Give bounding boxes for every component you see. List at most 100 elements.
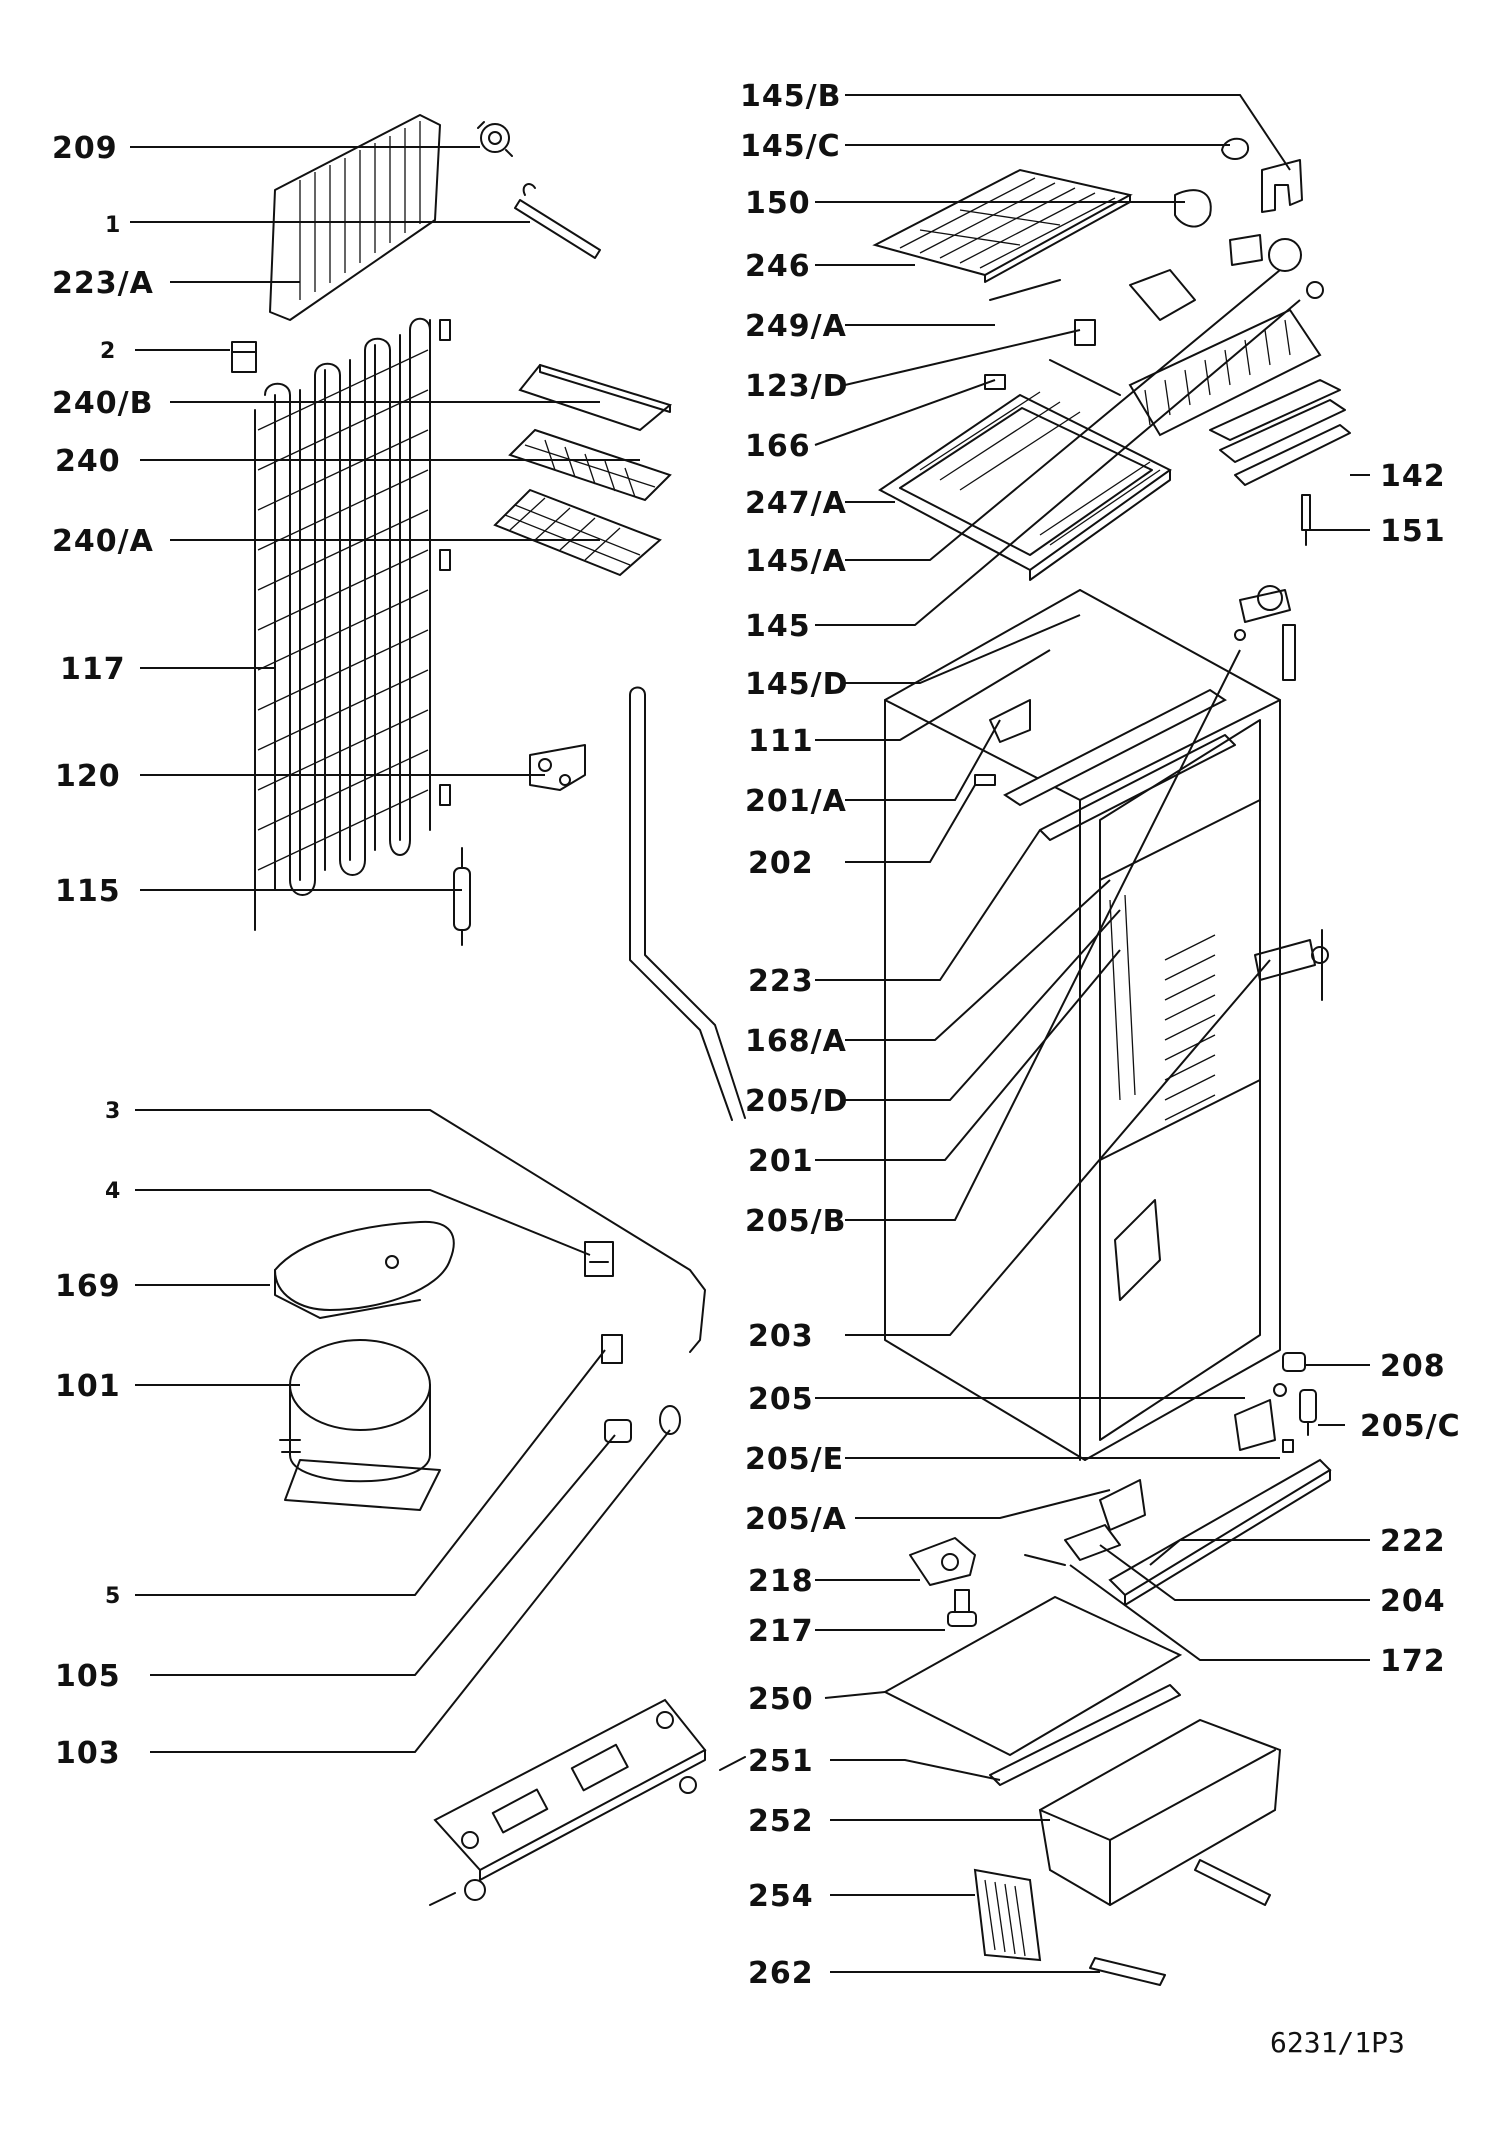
clip-c-part <box>1221 137 1250 160</box>
damper-part <box>1129 234 1324 321</box>
callout-201: 201 <box>748 1144 814 1179</box>
callout-202: 202 <box>748 846 814 881</box>
freezer-shelf-part <box>872 168 1133 283</box>
callout-209: 209 <box>52 131 118 166</box>
leg-217-part <box>947 1589 977 1627</box>
callout-208: 208 <box>1380 1349 1446 1384</box>
callout-252: 252 <box>748 1804 814 1839</box>
callout-166: 166 <box>745 429 811 464</box>
callout-217: 217 <box>748 1614 814 1649</box>
ice-tray-lid-part <box>518 363 673 432</box>
block-part <box>1074 319 1096 346</box>
foot-208-part <box>1282 1352 1306 1372</box>
lid-254-part <box>973 1868 1042 1962</box>
callout-145c: 145/C <box>740 129 841 164</box>
overload-small-part <box>604 1419 632 1443</box>
callout-103: 103 <box>55 1736 121 1771</box>
back-panel-part <box>269 114 441 321</box>
callout-1: 1 <box>105 213 121 238</box>
callout-145b: 145/B <box>740 79 841 114</box>
callout-201a: 201/A <box>745 784 847 819</box>
callout-222: 222 <box>1380 1524 1446 1559</box>
callout-249a: 249/A <box>745 309 847 344</box>
parts-artwork <box>231 114 1351 1986</box>
callout-251: 251 <box>748 1744 814 1779</box>
callout-169: 169 <box>55 1269 121 1304</box>
callout-240: 240 <box>55 444 121 479</box>
fan-part <box>1174 189 1212 228</box>
callout-204: 204 <box>1380 1584 1446 1619</box>
rail-part <box>989 279 1061 301</box>
callout-101: 101 <box>55 1369 121 1404</box>
grid-tray-part <box>493 488 662 577</box>
callout-250: 250 <box>748 1682 814 1717</box>
clip-part <box>984 374 1006 390</box>
drawing-code: 6231/1P3 <box>1270 2026 1405 2059</box>
callout-205a: 205/A <box>745 1502 847 1537</box>
callouts-right: 142 151 208 205/C 222 204 172 <box>1360 459 1461 1679</box>
callout-145d: 145/D <box>745 667 848 702</box>
callout-254: 254 <box>748 1879 814 1914</box>
bottom-rail-222-part <box>1108 1458 1332 1606</box>
callout-105: 105 <box>55 1659 121 1694</box>
drain-pipe-part <box>629 686 746 1121</box>
callout-205d: 205/D <box>745 1084 848 1119</box>
callout-123d: 123/D <box>745 369 848 404</box>
callout-111: 111 <box>748 724 814 759</box>
knob-part <box>477 121 513 157</box>
bracket-205a-part <box>1099 1479 1146 1531</box>
callout-223a: 223/A <box>52 266 154 301</box>
cabinet-part <box>884 585 1329 1461</box>
callout-150: 150 <box>745 186 811 221</box>
callout-2: 2 <box>100 339 116 364</box>
trim-262-part <box>1089 1859 1271 1986</box>
hook-rail-part <box>514 183 601 259</box>
callout-145a: 145/A <box>745 544 847 579</box>
small-block-part <box>231 341 257 373</box>
callout-115: 115 <box>55 874 121 909</box>
foot-205c-part <box>1299 1389 1317 1436</box>
callout-151: 151 <box>1380 514 1446 549</box>
callout-168a: 168/A <box>745 1024 847 1059</box>
shelf-trim-251-part <box>989 1684 1181 1786</box>
callout-203: 203 <box>748 1319 814 1354</box>
ice-cube-tray-part <box>508 428 672 502</box>
callout-117: 117 <box>60 652 126 687</box>
callout-205c: 205/C <box>1360 1409 1461 1444</box>
callouts-center: 145/B 145/C 150 246 249/A 123/D 166 247/… <box>740 79 848 1991</box>
callout-246: 246 <box>745 249 811 284</box>
callout-205: 205 <box>748 1382 814 1417</box>
clip-b-part <box>1261 159 1303 213</box>
callout-223: 223 <box>748 964 814 999</box>
callout-172: 172 <box>1380 1644 1446 1679</box>
probe-part <box>1301 494 1311 546</box>
callout-218: 218 <box>748 1564 814 1599</box>
hinge-205-part <box>1234 1383 1287 1451</box>
freezer-drawer-part <box>878 391 1172 581</box>
bracket-204-part <box>1024 1524 1121 1566</box>
callout-120: 120 <box>55 759 121 794</box>
bracket-218-part <box>909 1537 976 1586</box>
callout-145: 145 <box>745 609 811 644</box>
grommet-small-part <box>659 1405 681 1435</box>
callout-240b: 240/B <box>52 386 153 421</box>
thermostat-bracket-part <box>529 744 586 791</box>
filter-dryer-part <box>453 847 471 946</box>
callout-142: 142 <box>1380 459 1446 494</box>
callouts-left: 209 1 223/A 2 240/B 240 240/A 117 120 11… <box>52 131 154 1771</box>
callout-205b: 205/B <box>745 1204 846 1239</box>
callout-3: 3 <box>105 1099 121 1124</box>
glass-shelf-250-part <box>882 1595 1183 1757</box>
compressor-cover-part <box>273 1220 455 1319</box>
crisper-252-part <box>1038 1718 1282 1907</box>
base-plate-part <box>429 1698 746 1906</box>
small-205e-part <box>1282 1439 1294 1453</box>
callout-247a: 247/A <box>745 486 847 521</box>
wire-part <box>689 1269 706 1353</box>
condenser-coil-part <box>254 317 451 931</box>
callout-262: 262 <box>748 1956 814 1991</box>
leader-lines <box>130 94 1370 1973</box>
relay-small-part <box>601 1334 623 1364</box>
callout-240a: 240/A <box>52 524 154 559</box>
